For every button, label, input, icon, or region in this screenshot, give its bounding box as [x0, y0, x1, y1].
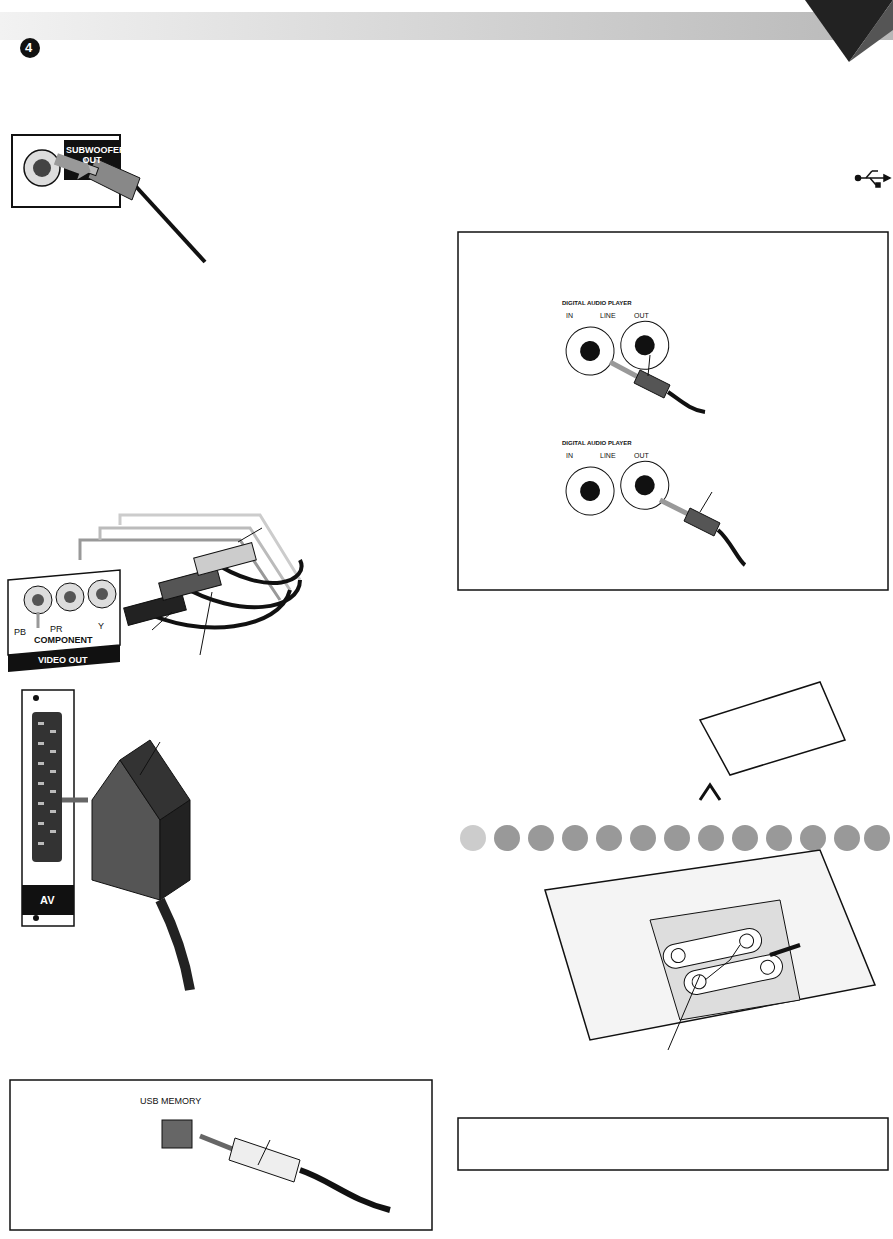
jack-label: Y: [98, 622, 104, 632]
jack-label: AV: [40, 894, 54, 906]
panel-label: VIDEO OUT: [38, 656, 88, 666]
jack-label: IN: [566, 312, 573, 320]
jack-label: OUT: [634, 452, 649, 460]
jack-label: SUBWOOFER OUT: [66, 146, 118, 166]
step-number: 4: [25, 41, 32, 55]
jack-label: OUT: [634, 312, 649, 320]
panel-label: DIGITAL AUDIO PLAYER: [562, 440, 632, 447]
panel-label: DIGITAL AUDIO PLAYER: [562, 300, 632, 307]
jack-label: USB MEMORY: [140, 1097, 201, 1107]
panel-label: COMPONENT: [34, 636, 93, 646]
jack-label: PB: [14, 628, 26, 638]
jack-label: PR: [50, 625, 63, 635]
jack-label: IN: [566, 452, 573, 460]
jack-label: LINE: [600, 452, 616, 460]
jack-label: LINE: [600, 312, 616, 320]
